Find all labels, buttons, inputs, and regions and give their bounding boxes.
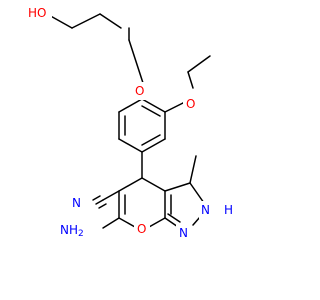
bond-c3-methyl <box>189 155 197 184</box>
bonds <box>46 13 211 230</box>
molecule-diagram: HO O O N NH2 O N N H <box>26 4 233 242</box>
bond-n1-c7a-inner <box>167 213 181 223</box>
bond-c6-o <box>118 217 136 228</box>
atom-nh2: NH2 <box>60 223 84 239</box>
bond-benz-6-1 <box>141 98 166 113</box>
bond-cn-triple-3 <box>98 203 107 209</box>
bond-cn-triple-2 <box>92 195 101 201</box>
atom-labels: HO O O N NH2 O N N H <box>26 4 233 242</box>
bond-ethoxy-o-c <box>187 71 194 89</box>
bond-chain-cc <box>71 13 101 29</box>
bond-c3-n2 <box>189 182 205 204</box>
bond-benz-o-ethoxy <box>164 102 184 113</box>
bond-c4-c5 <box>118 177 143 192</box>
structure-svg: HO O O N NH2 O N N H <box>26 4 233 242</box>
bond-c5-cn <box>102 190 120 201</box>
atom-nh2-subscript: 2 <box>78 229 84 239</box>
bond-benz-4-5-inner <box>141 134 161 146</box>
bond-benz-6-1-inner <box>141 105 161 117</box>
atom-ho: HO <box>28 6 46 20</box>
atom-h-ring: H <box>224 203 233 217</box>
bond-n2-n1 <box>192 216 201 226</box>
bond-benz-3-4 <box>118 138 143 153</box>
bond-o-c7a <box>148 217 166 228</box>
bond-benz-1-2 <box>118 98 143 113</box>
atom-n-nitrile: N <box>72 196 81 210</box>
bond-ethoxy-cc <box>187 55 211 73</box>
bond-benz-4-5 <box>141 138 166 153</box>
bond-chain-c-o <box>99 13 122 29</box>
atom-o-ether-meta: O <box>186 97 195 111</box>
bond-chain-link <box>128 39 144 84</box>
bond-cn-triple-1 <box>95 199 104 205</box>
bond-c6-nh2 <box>102 217 120 229</box>
atom-n2-ring: N <box>201 203 210 217</box>
bond-c3a-c4 <box>141 177 166 192</box>
atom-n1-ring: N <box>179 226 188 240</box>
atom-o-ring: O <box>137 222 146 236</box>
atom-o-ether-para: O <box>135 84 144 98</box>
bond-c3a-c3 <box>164 182 191 192</box>
